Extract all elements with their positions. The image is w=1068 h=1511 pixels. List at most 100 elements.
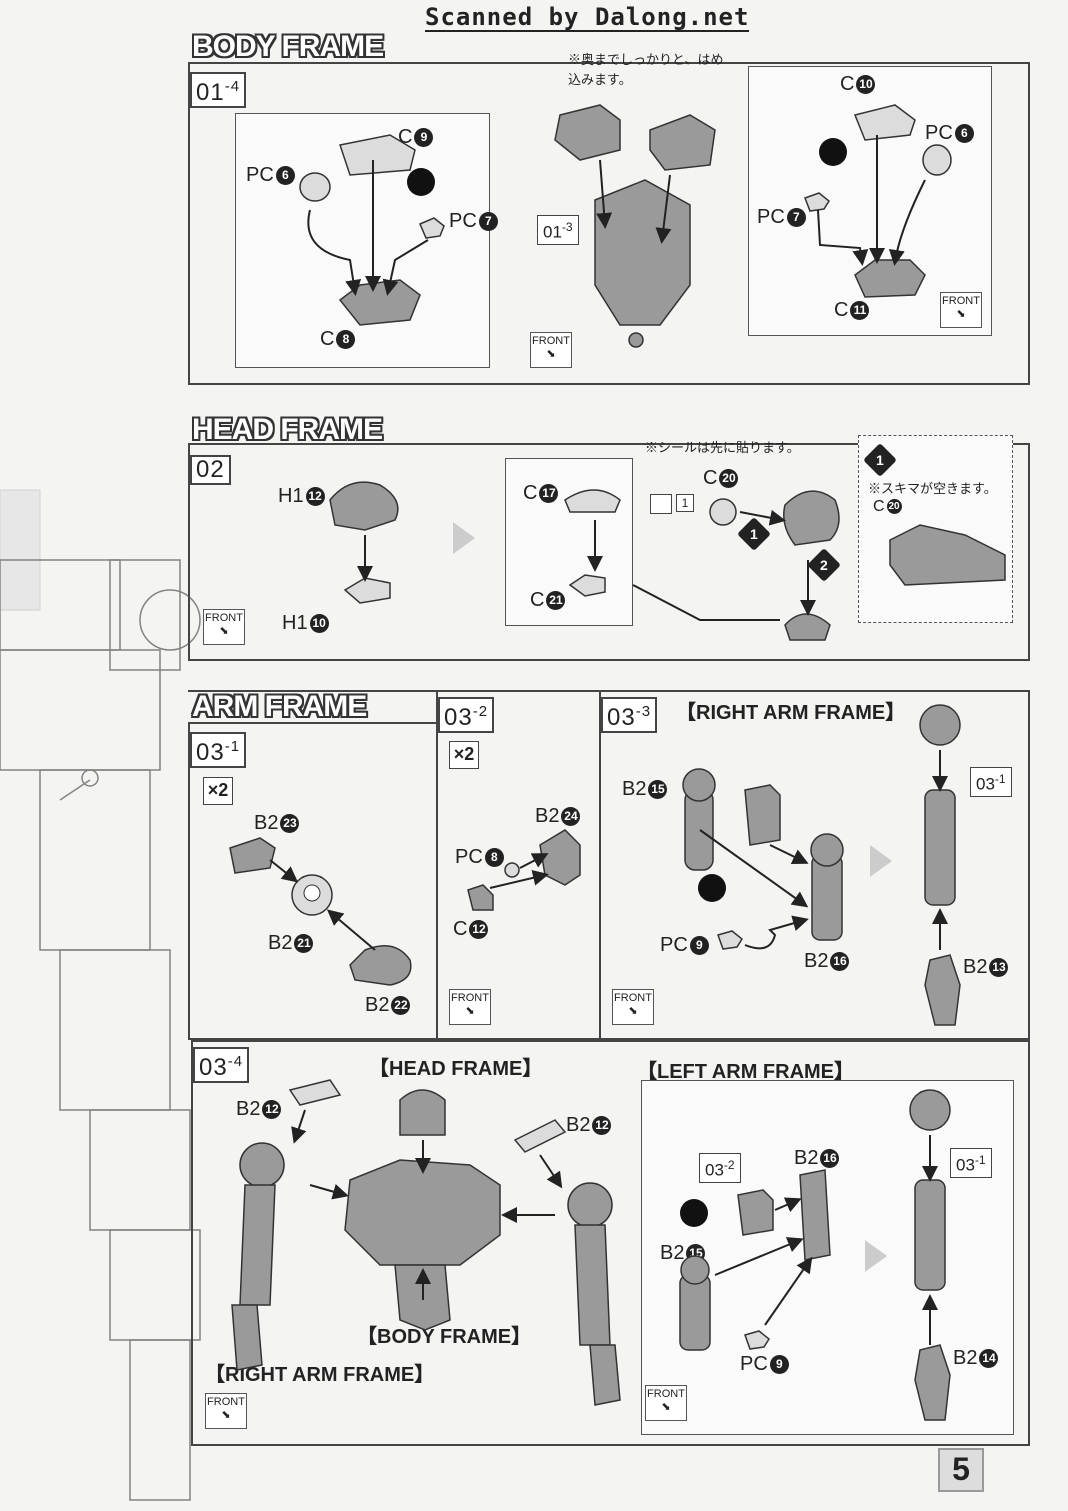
part-pc9-final (744, 1330, 770, 1350)
watermark: Scanned by Dalong.net (425, 3, 750, 32)
part-waist-right (649, 114, 716, 171)
next-step-arrow-icon-2 (870, 845, 892, 877)
part-c12 (467, 884, 494, 911)
part-b2-24 (539, 829, 581, 886)
ref-03-2-final: 03-2 (699, 1153, 741, 1183)
part-c10 (853, 104, 916, 141)
final-assembly-panel (191, 1040, 1030, 1446)
part-pc6 (299, 172, 331, 202)
part-left-hand (589, 1344, 621, 1406)
part-pc8 (504, 862, 520, 878)
part-b2-22 (349, 945, 412, 986)
ref-01-3: 01-3 (537, 215, 579, 245)
part-left-shoulder (567, 1182, 613, 1228)
front-indicator-head: FRONT⬊ (203, 609, 245, 645)
part-right-shoulder (239, 1142, 285, 1188)
part-c21 (568, 574, 606, 597)
head-frame-title: HEAD FRAME (192, 413, 383, 446)
part-b2-12-left (288, 1079, 342, 1106)
part-03-2-final (737, 1189, 774, 1236)
part-left-arm (574, 1224, 611, 1346)
head-frame-heading: 【HEAD FRAME】 (369, 1058, 543, 1080)
part-b2-15-final (679, 1274, 711, 1351)
front-indicator-arm2: FRONT⬊ (449, 989, 491, 1025)
body-frame-title: BODY FRAME (192, 30, 384, 63)
next-step-arrow-icon (453, 522, 475, 554)
front-indicator-body: FRONT⬊ (530, 332, 572, 368)
part-arm-assembly (924, 789, 956, 906)
step-01-4: 01-4 (190, 72, 247, 108)
part-b2-15 (684, 789, 714, 871)
step-03-4: 03-4 (193, 1047, 250, 1083)
quantity-x2-step1: ×2 (203, 777, 233, 805)
next-step-arrow-icon-3 (865, 1240, 887, 1272)
part-right-arm (239, 1184, 276, 1306)
right-arm-frame-label: 【RIGHT ARM FRAME】 (205, 1364, 435, 1386)
part-c17 (564, 489, 621, 513)
part-c11 (854, 259, 926, 298)
part-left-arm-assembly (914, 1179, 946, 1291)
head-sticker-note: ※シールは先に貼ります。 (645, 440, 800, 455)
part-b2-16 (811, 854, 843, 941)
step-03-1: 03-1 (190, 732, 247, 768)
quantity-x2-step2: ×2 (449, 741, 479, 769)
part-h1-10 (343, 577, 391, 604)
part-head-detail (889, 524, 1006, 586)
part-c20-eye (709, 498, 737, 526)
ghost-robot-outline (0, 489, 201, 1501)
part-b2-16-final (799, 1169, 831, 1261)
arm-frame-title: ARM FRAME (192, 690, 367, 723)
part-waist-left (554, 104, 621, 161)
step-02: 02 (190, 455, 231, 485)
part-h1-12 (329, 481, 399, 531)
body-note: ※奥までしっかりと、はめ込みます。 (568, 52, 724, 87)
sticker-icon (650, 494, 672, 514)
part-c8 (338, 279, 421, 326)
part-b2-23 (229, 837, 276, 874)
sticker-number: 1 (676, 494, 694, 512)
page-number: 5 (938, 1448, 984, 1492)
part-right-hand (231, 1304, 263, 1371)
step-03-3: 03-3 (601, 697, 658, 733)
part-pc9 (717, 930, 743, 950)
polycap-marker-icon-right (819, 138, 847, 166)
part-pc6-right (922, 144, 952, 176)
part-neck (784, 613, 831, 641)
head-gap-note: ※スキマが空きます。 (868, 481, 997, 496)
body-frame-heading: 【BODY FRAME】 (357, 1326, 532, 1348)
front-indicator-body-right: FRONT⬊ (940, 292, 982, 328)
part-right-arm-shoulder (744, 784, 781, 846)
left-arm-frame-heading: 【LEFT ARM FRAME】 (637, 1061, 855, 1083)
head-frame-panel (188, 443, 1030, 661)
part-b2-13 (924, 954, 961, 1026)
right-arm-frame-heading: 【RIGHT ARM FRAME】 (676, 702, 906, 724)
part-body-assembly (594, 179, 691, 326)
front-indicator-left-arm: FRONT⬊ (645, 1385, 687, 1421)
